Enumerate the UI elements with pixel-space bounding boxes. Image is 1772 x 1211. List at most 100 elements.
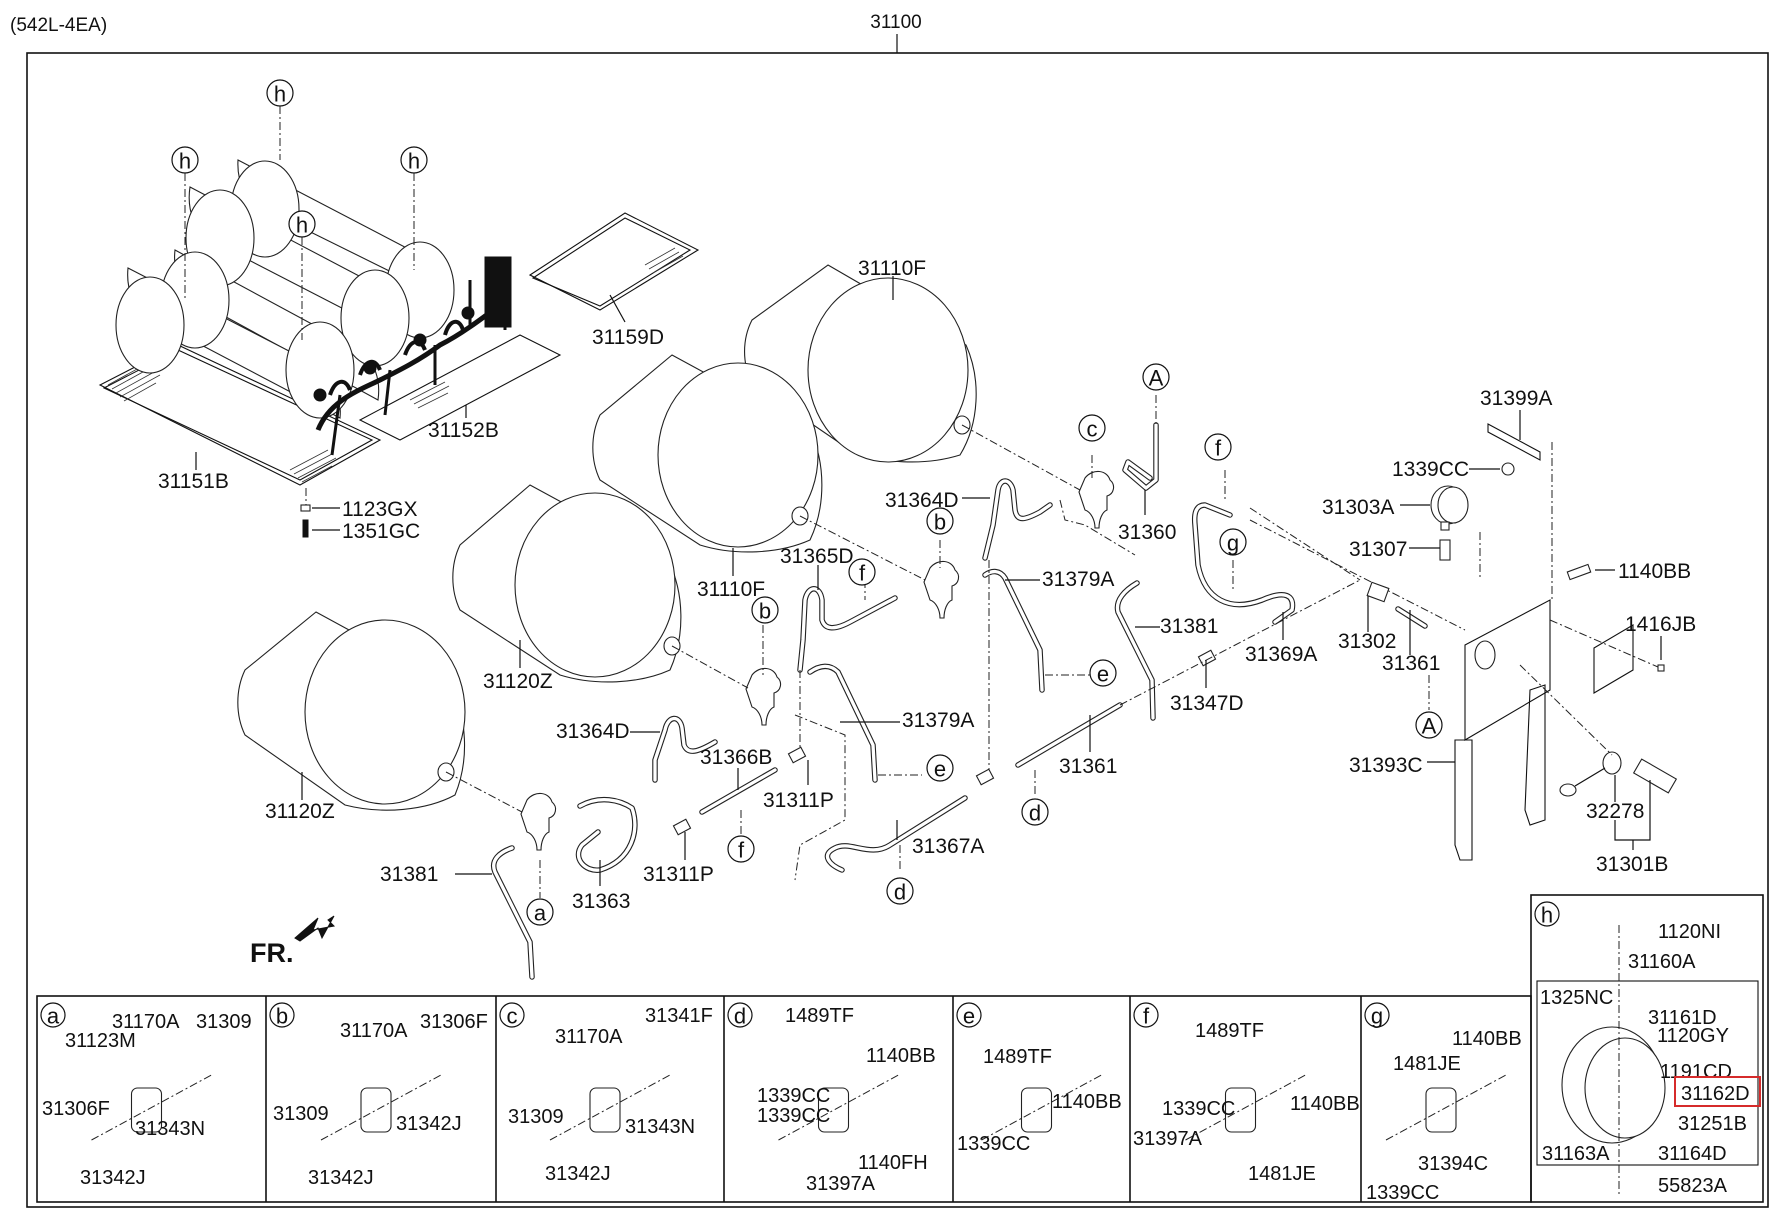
callout-f-lower[interactable]: f bbox=[727, 835, 755, 863]
part-label-1339cc-main[interactable]: 1339CC bbox=[1392, 458, 1469, 481]
pressure-gauge-31303A[interactable] bbox=[1430, 485, 1469, 531]
panel-b-label-31342j[interactable]: 31342J bbox=[308, 1167, 374, 1189]
panel-a-label-31306f[interactable]: 31306F bbox=[42, 1098, 110, 1120]
part-label-31367a[interactable]: 31367A bbox=[912, 835, 984, 858]
part-label-31360[interactable]: 31360 bbox=[1118, 521, 1176, 544]
part-label-31301b[interactable]: 31301B bbox=[1596, 853, 1668, 876]
callout-h4[interactable]: h bbox=[288, 210, 316, 238]
cylinder-31120Z-mid[interactable] bbox=[452, 484, 682, 683]
callout-b-lower[interactable]: b bbox=[751, 596, 779, 624]
panel-d-label-1140fh[interactable]: 1140FH bbox=[858, 1152, 928, 1174]
cylinder-31120Z-left[interactable] bbox=[237, 611, 466, 811]
panel-f-label-1489tf[interactable]: 1489TF bbox=[1195, 1020, 1264, 1042]
panel-d-label-1339cc[interactable]: 1339CC bbox=[757, 1105, 830, 1127]
callout-h2[interactable]: h bbox=[171, 146, 199, 174]
panel-b-label-31309[interactable]: 31309 bbox=[273, 1103, 329, 1125]
callout-g-main[interactable]: g bbox=[1219, 528, 1247, 556]
valve-c-upper[interactable] bbox=[961, 424, 1115, 529]
panel-h-label-31251b[interactable]: 31251B bbox=[1678, 1113, 1747, 1135]
panel-d-label-31397a[interactable]: 31397A bbox=[806, 1173, 876, 1195]
part-label-1140bb-main[interactable]: 1140BB bbox=[1618, 560, 1691, 583]
panel-g-label-1140bb[interactable]: 1140BB bbox=[1452, 1028, 1522, 1050]
panel-a-label-31170a[interactable]: 31170A bbox=[112, 1011, 180, 1033]
part-label-31307[interactable]: 31307 bbox=[1349, 538, 1407, 561]
part-label-31364d-upper[interactable]: 31364D bbox=[885, 489, 959, 512]
part-label-31369a[interactable]: 31369A bbox=[1245, 643, 1317, 666]
panel-c-label-31341f[interactable]: 31341F bbox=[645, 1005, 713, 1027]
panel-d-label-1339cc[interactable]: 1339CC bbox=[757, 1085, 830, 1107]
valve-a-main[interactable] bbox=[445, 771, 557, 851]
callout-a-main[interactable]: a bbox=[526, 898, 554, 926]
part-label-31120z-mid[interactable]: 31120Z bbox=[483, 670, 553, 693]
part-label-31364d-lower[interactable]: 31364D bbox=[556, 720, 630, 743]
part-label-31302[interactable]: 31302 bbox=[1338, 630, 1396, 653]
panel-d-label-1140bb[interactable]: 1140BB bbox=[866, 1045, 936, 1067]
cylinder-rack-assembly[interactable] bbox=[98, 159, 700, 486]
panel-g-label-1339cc[interactable]: 1339CC bbox=[1366, 1182, 1439, 1204]
part-label-31365d[interactable]: 31365D bbox=[780, 545, 854, 568]
mounting-bracket-31393C[interactable] bbox=[1454, 442, 1553, 861]
callout-h1[interactable]: h bbox=[266, 79, 294, 107]
panel-a-label-31343n[interactable]: 31343N bbox=[135, 1118, 205, 1140]
coupling-31301B[interactable] bbox=[1559, 751, 1678, 797]
callout-b-upper[interactable]: b bbox=[926, 507, 954, 535]
valve-b-upper[interactable] bbox=[799, 515, 960, 619]
panel-a-label-31309[interactable]: 31309 bbox=[196, 1011, 252, 1033]
callout-e-upper[interactable]: e bbox=[1089, 659, 1117, 687]
part-label-31151b[interactable]: 31151B bbox=[158, 470, 229, 493]
part-label-31120z-left[interactable]: 31120Z bbox=[265, 800, 335, 823]
part-label-31379a-upper[interactable]: 31379A bbox=[1042, 568, 1114, 591]
callout-h3[interactable]: h bbox=[400, 146, 428, 174]
panel-h-label-55823a[interactable]: 55823A bbox=[1658, 1175, 1728, 1197]
callout-c-main[interactable]: c bbox=[1078, 414, 1106, 442]
part-label-31311p-right[interactable]: 31311P bbox=[763, 789, 834, 812]
panel-c-label-31343n[interactable]: 31343N bbox=[625, 1116, 695, 1138]
panel-f-label-31397a[interactable]: 31397A bbox=[1133, 1128, 1203, 1150]
panel-g-label-1481je[interactable]: 1481JE bbox=[1393, 1053, 1461, 1075]
part-label-1351gc[interactable]: 1351GC bbox=[342, 520, 420, 543]
cylinder-31110F-mid[interactable] bbox=[592, 354, 823, 553]
callout-e-lower[interactable]: e bbox=[926, 754, 954, 782]
part-label-31311p-lower[interactable]: 31311P bbox=[643, 863, 714, 886]
part-label-31152b[interactable]: 31152B bbox=[428, 419, 499, 442]
part-label-31366b[interactable]: 31366B bbox=[700, 746, 772, 769]
part-label-31347d[interactable]: 31347D bbox=[1170, 692, 1244, 715]
callout-a-right[interactable]: A bbox=[1415, 711, 1443, 739]
panel-b-label-31306f[interactable]: 31306F bbox=[420, 1011, 488, 1033]
callout-a-top[interactable]: A bbox=[1142, 363, 1170, 391]
panel-c-label-31170a[interactable]: 31170A bbox=[555, 1026, 623, 1048]
panel-e-label-1140bb[interactable]: 1140BB bbox=[1052, 1091, 1122, 1113]
panel-c-label-31309[interactable]: 31309 bbox=[508, 1106, 564, 1128]
callout-d-lower[interactable]: d bbox=[886, 877, 914, 905]
panel-f-label-1140bb[interactable]: 1140BB bbox=[1290, 1093, 1360, 1115]
callout-f-upper[interactable]: f bbox=[848, 558, 876, 586]
part-label-31363[interactable]: 31363 bbox=[572, 890, 630, 913]
part-label-31399a[interactable]: 31399A bbox=[1480, 387, 1552, 410]
part-label-31159d[interactable]: 31159D bbox=[592, 326, 664, 349]
part-label-31381-lower[interactable]: 31381 bbox=[380, 863, 438, 886]
panel-e-label-1489tf[interactable]: 1489TF bbox=[983, 1046, 1052, 1068]
panel-h-label-31163a[interactable]: 31163A bbox=[1542, 1143, 1610, 1165]
panel-e-label-1339cc[interactable]: 1339CC bbox=[957, 1133, 1030, 1155]
panel-a-label-31123m[interactable]: 31123M bbox=[65, 1030, 136, 1052]
panel-b-label-31342j[interactable]: 31342J bbox=[396, 1113, 462, 1135]
part-label-32278[interactable]: 32278 bbox=[1586, 800, 1644, 823]
part-label-1123gx[interactable]: 1123GX bbox=[342, 498, 418, 521]
panel-g-label-31394c[interactable]: 31394C bbox=[1418, 1153, 1488, 1175]
part-label-31110f-top[interactable]: 31110F bbox=[858, 257, 926, 280]
panel-b-label-31170a[interactable]: 31170A bbox=[340, 1020, 408, 1042]
callout-f-right[interactable]: f bbox=[1204, 433, 1232, 461]
panel-h-label-31164d[interactable]: 31164D bbox=[1658, 1143, 1727, 1165]
part-label-31110f-mid[interactable]: 31110F bbox=[697, 578, 765, 601]
panel-a-label-31342j[interactable]: 31342J bbox=[80, 1167, 146, 1189]
highlight-31162D[interactable] bbox=[1674, 1076, 1761, 1107]
detail-panel-h[interactable]: h1120NI31160A1325NC31161D1120GY1191CD311… bbox=[1534, 901, 1759, 1197]
part-label-31303a[interactable]: 31303A bbox=[1322, 496, 1394, 519]
valve-b-lower[interactable] bbox=[671, 645, 782, 726]
